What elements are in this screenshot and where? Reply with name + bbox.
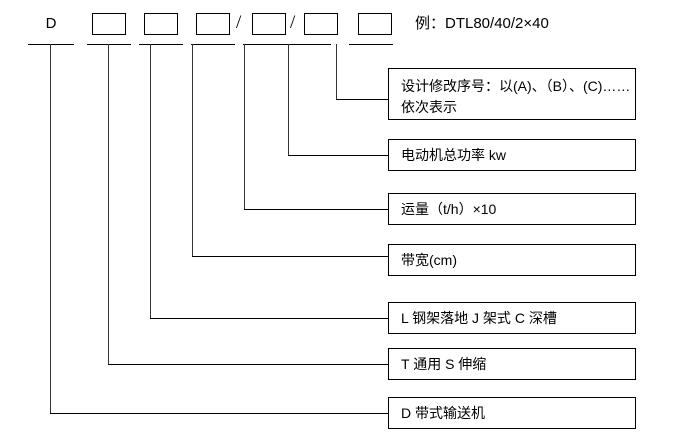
desc-capacity-text: 运量（t/h）×10 xyxy=(401,200,497,217)
desc-design-revision: 设计修改序号：以(A)、（B）、(C)…… 依次表示 xyxy=(388,68,636,120)
slot-box-7[interactable] xyxy=(358,13,392,35)
leader-underline-5 xyxy=(243,44,287,45)
leader-hline-1 xyxy=(50,413,388,414)
leader-underline-1 xyxy=(28,44,74,45)
desc-design-revision-line-2: 依次表示 xyxy=(401,99,457,115)
leader-underline-3 xyxy=(139,44,183,45)
slot-box-4[interactable] xyxy=(196,13,230,35)
desc-belt-width-text: 带宽(cm) xyxy=(401,251,457,268)
slot-box-3[interactable] xyxy=(144,13,178,35)
leader-hline-6 xyxy=(288,155,388,156)
leader-hline-7 xyxy=(336,99,388,100)
desc-belt-conveyor-text: D 带式输送机 xyxy=(401,404,485,421)
leader-vline-2 xyxy=(108,44,109,364)
leader-vline-3 xyxy=(150,44,151,318)
slot-box-6[interactable] xyxy=(304,13,338,35)
leader-vline-5 xyxy=(244,44,245,209)
desc-general-type: T 通用 S 伸缩 xyxy=(388,348,636,380)
leader-vline-4 xyxy=(192,44,193,256)
leader-underline-4 xyxy=(191,44,235,45)
desc-belt-conveyor: D 带式输送机 xyxy=(388,397,636,429)
leader-vline-1 xyxy=(50,44,51,413)
leader-hline-2 xyxy=(108,364,388,365)
desc-belt-width: 带宽(cm) xyxy=(388,244,636,276)
desc-frame-type-text: L 钢架落地 J 架式 C 深槽 xyxy=(401,309,557,326)
leader-hline-4 xyxy=(192,256,388,257)
leader-vline-7 xyxy=(336,44,337,100)
slot-box-5[interactable] xyxy=(252,13,286,35)
desc-general-type-text: T 通用 S 伸缩 xyxy=(401,355,487,372)
separator-slash-1: / xyxy=(236,12,242,33)
slot-box-2[interactable] xyxy=(92,13,126,35)
desc-capacity: 运量（t/h）×10 xyxy=(388,193,636,225)
example-code-label: 例：DTL80/40/2×40 xyxy=(415,15,549,32)
slot-letter-d: D xyxy=(45,15,57,32)
leader-underline-7 xyxy=(349,44,393,45)
desc-motor-power-text: 电动机总功率 kw xyxy=(401,146,506,163)
desc-motor-power: 电动机总功率 kw xyxy=(388,139,636,171)
leader-underline-6 xyxy=(287,44,331,45)
desc-frame-type: L 钢架落地 J 架式 C 深槽 xyxy=(388,302,636,334)
separator-slash-2: / xyxy=(290,12,296,33)
leader-hline-3 xyxy=(150,318,388,319)
desc-design-revision-line-1: 设计修改序号：以(A)、（B）、(C)…… xyxy=(401,78,631,94)
leader-hline-5 xyxy=(244,209,388,210)
leader-vline-6 xyxy=(288,44,289,155)
leader-underline-2 xyxy=(87,44,131,45)
